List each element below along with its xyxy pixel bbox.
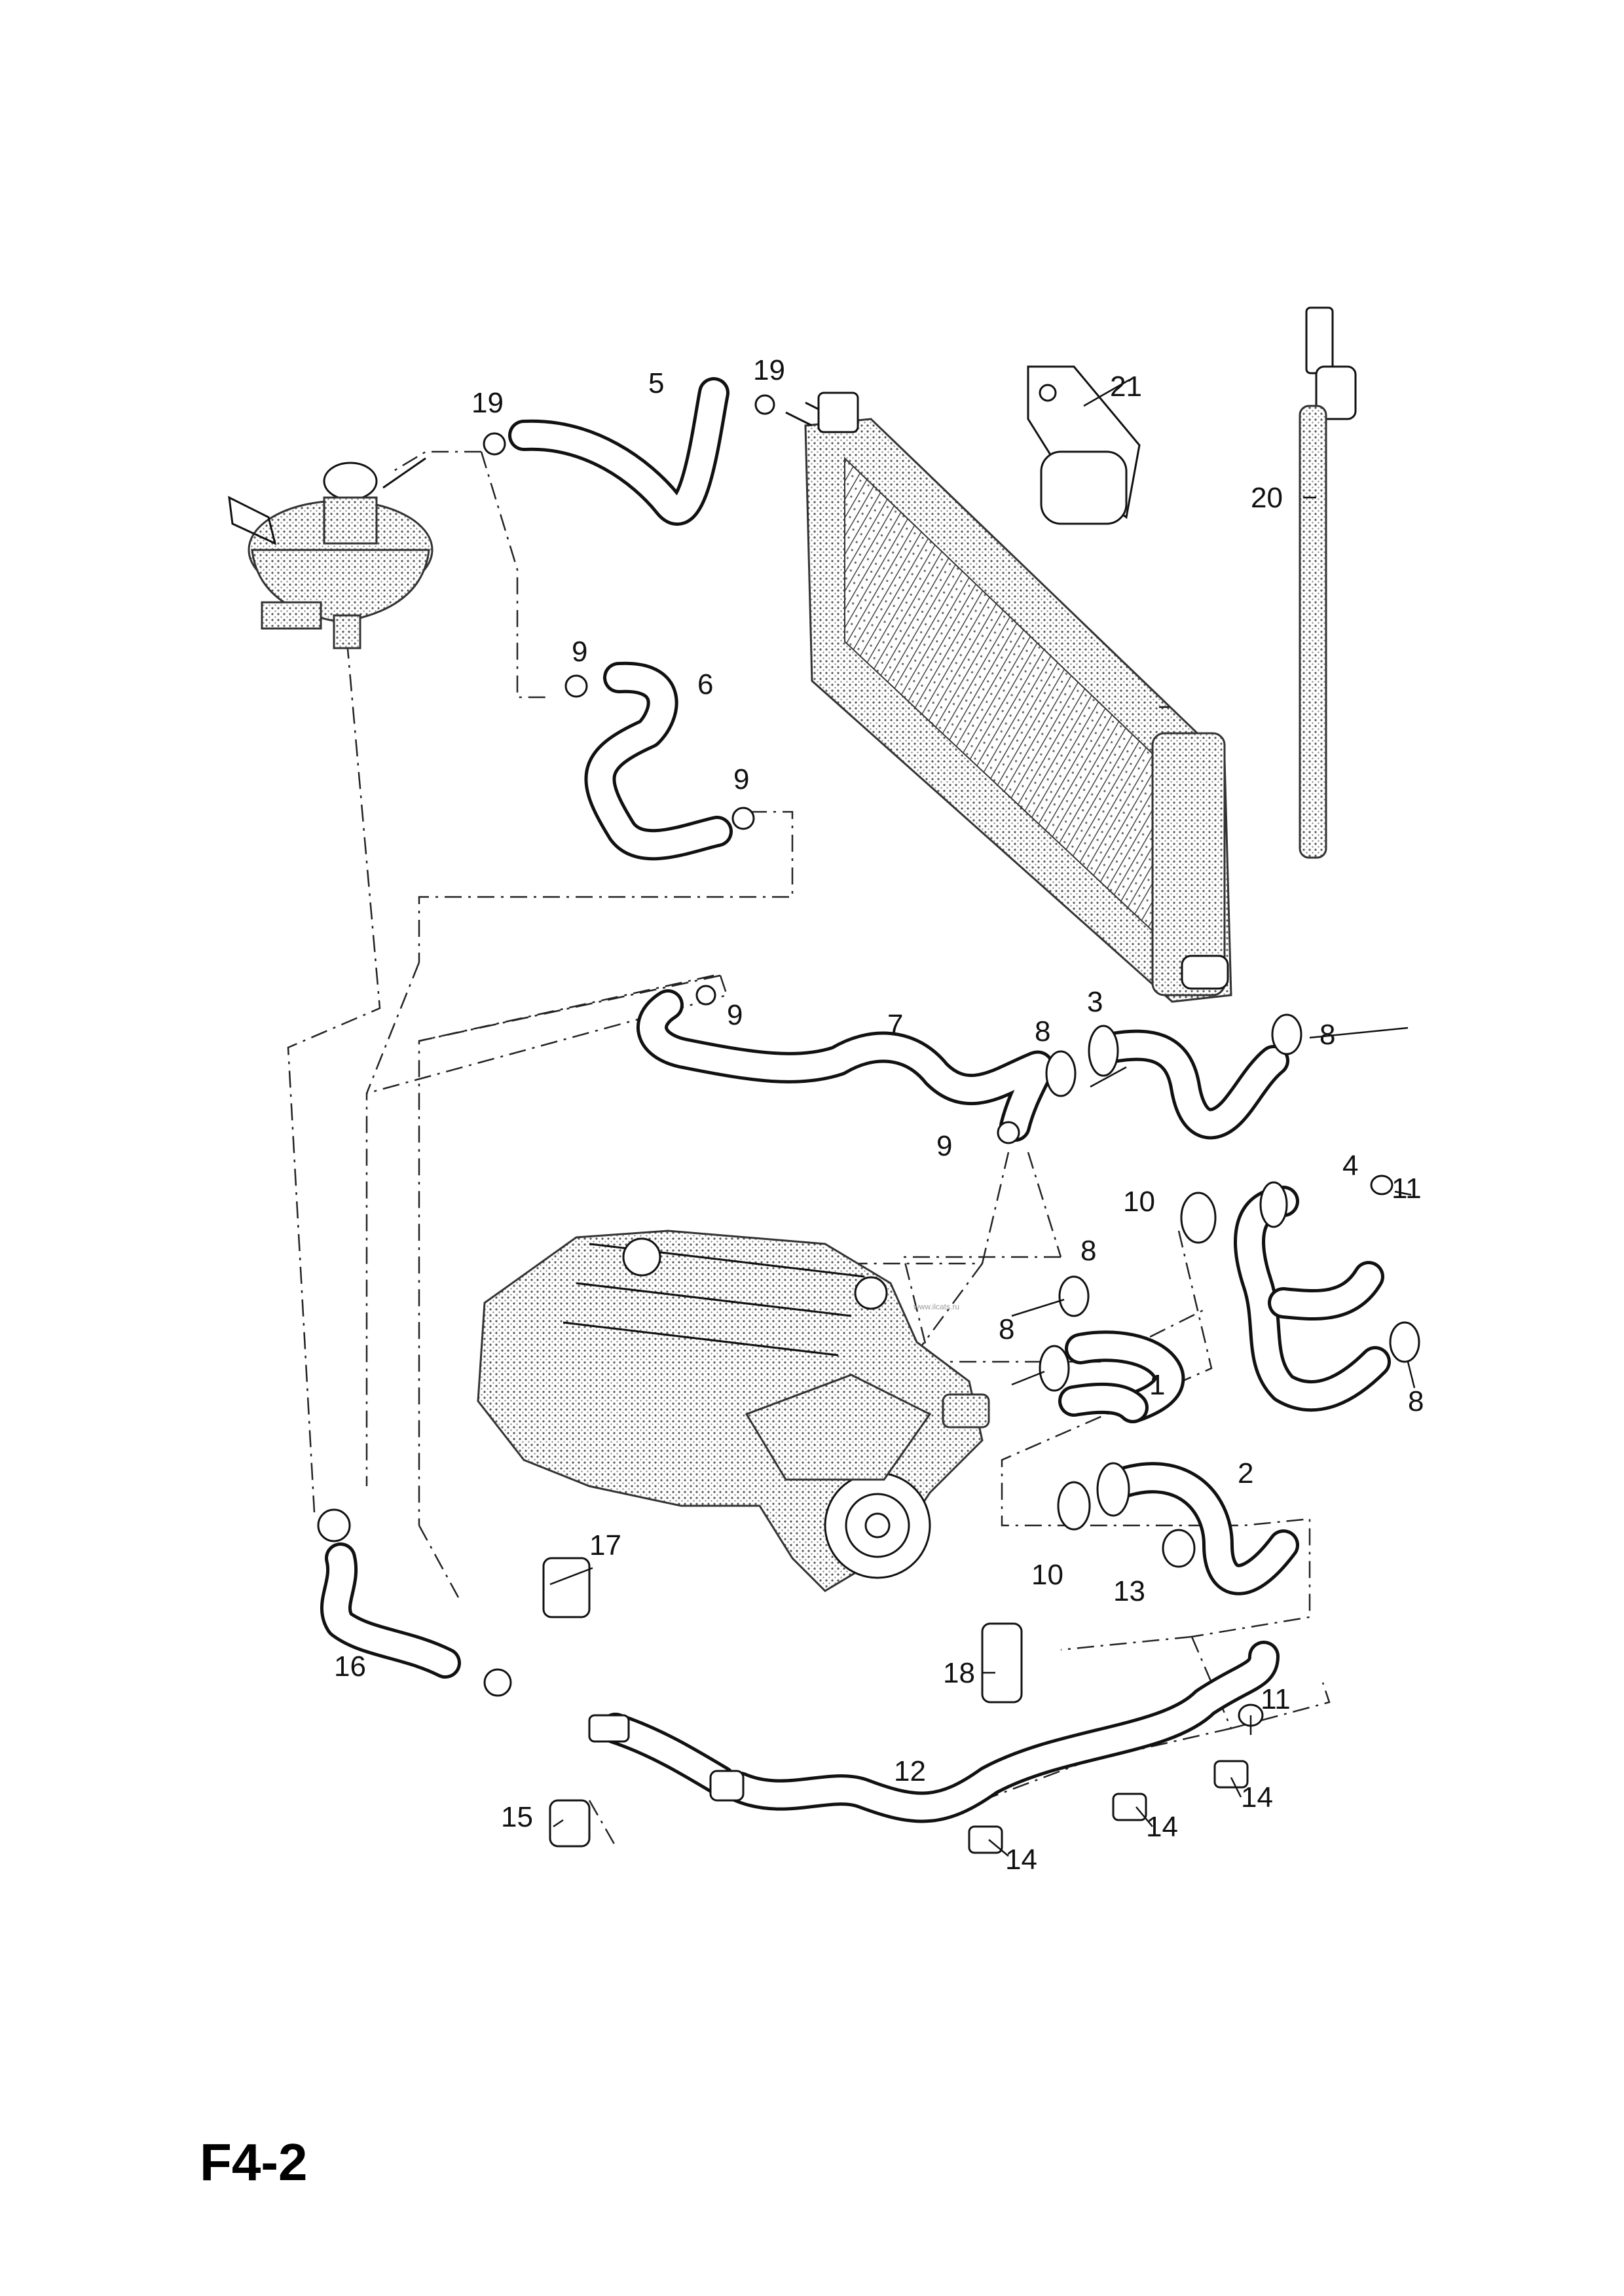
connection-lines <box>287 450 1331 1847</box>
callout-5: 5 <box>648 367 664 399</box>
callout-9-b: 9 <box>733 763 749 795</box>
cable-tie-20 <box>1299 306 1357 859</box>
expansion-tank <box>228 457 434 649</box>
hose-1 <box>1058 1330 1185 1423</box>
callout-14-a: 14 <box>1005 1844 1037 1876</box>
callout-10-a: 10 <box>1123 1186 1155 1218</box>
callout-14-c: 14 <box>1241 1781 1273 1813</box>
callout-16: 16 <box>334 1650 366 1683</box>
callout-19-b: 19 <box>753 354 785 386</box>
callout-18: 18 <box>943 1657 975 1689</box>
callout-2: 2 <box>1238 1457 1253 1489</box>
callout-8-b: 8 <box>1320 1019 1335 1051</box>
engine-block <box>477 1230 990 1592</box>
bracket-21 <box>1027 365 1141 525</box>
hose-5 <box>508 377 729 526</box>
callout-10-b: 10 <box>1031 1559 1063 1591</box>
callout-11-b: 11 <box>1261 1683 1291 1715</box>
callout-12: 12 <box>894 1755 926 1787</box>
hose-clamps <box>317 394 1420 1854</box>
callout-3: 3 <box>1087 986 1103 1018</box>
leader-lines <box>549 378 1416 1857</box>
callout-8-d: 8 <box>999 1313 1014 1345</box>
callout-15: 15 <box>501 1801 533 1833</box>
callout-9-a: 9 <box>572 636 587 668</box>
callout-20: 20 <box>1251 482 1283 514</box>
callout-7: 7 <box>887 1009 903 1041</box>
radiator <box>785 392 1232 1003</box>
callout-17: 17 <box>589 1529 621 1561</box>
callout-19-a: 19 <box>471 387 504 419</box>
page-code: F4-2 <box>200 2133 308 2191</box>
callout-14-b: 14 <box>1146 1811 1178 1843</box>
hose-3 <box>1088 1025 1289 1140</box>
callout-13: 13 <box>1113 1575 1145 1607</box>
callout-8-c: 8 <box>1080 1235 1096 1267</box>
hose-12 <box>588 1641 1280 1823</box>
callout-4: 4 <box>1342 1150 1358 1182</box>
callout-11-a: 11 <box>1392 1173 1422 1205</box>
callout-8-a: 8 <box>1035 1015 1050 1048</box>
hose-16 <box>320 1542 461 1679</box>
callout-labels: 1 2 3 4 5 6 7 8 8 8 8 8 9 9 9 9 10 10 11… <box>334 354 1424 1876</box>
callout-9-c: 9 <box>727 999 743 1031</box>
hose-2 <box>1096 1462 1299 1595</box>
hose-7 <box>637 989 1054 1142</box>
callout-6: 6 <box>697 668 713 701</box>
callout-1: 1 <box>1149 1369 1165 1401</box>
hose-4 <box>1234 1181 1391 1412</box>
callout-9-d: 9 <box>936 1130 952 1162</box>
watermark-text: www.ilcats.ru <box>913 1302 959 1311</box>
callout-8-e: 8 <box>1408 1385 1424 1417</box>
callout-21: 21 <box>1110 371 1142 403</box>
hose-6 <box>584 661 733 861</box>
